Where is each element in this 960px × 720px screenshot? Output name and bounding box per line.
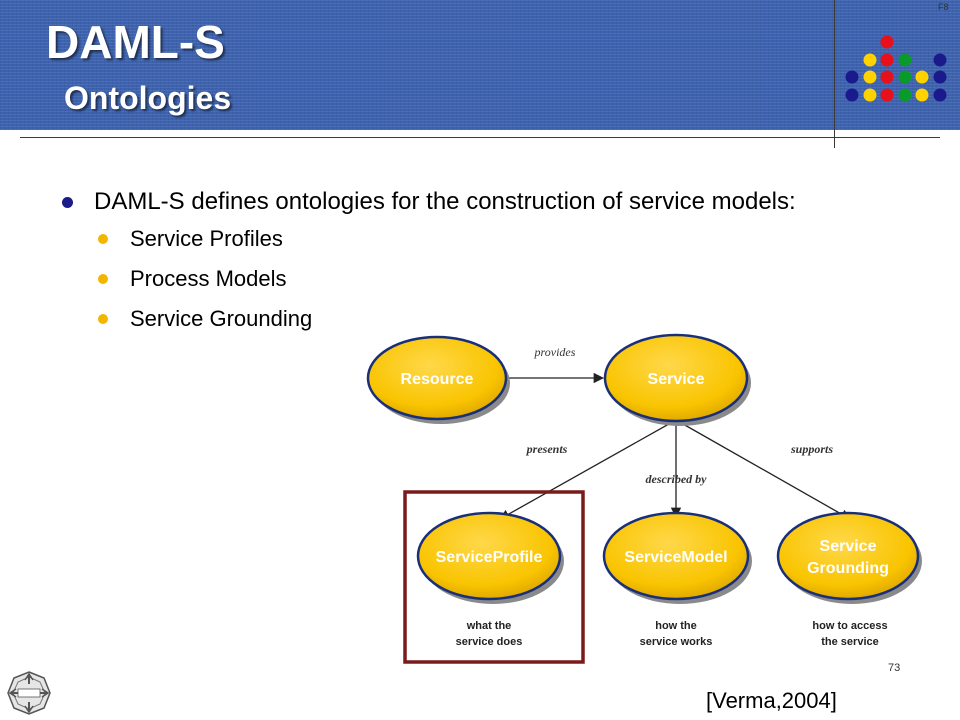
sub-bullet: Service Profiles: [62, 226, 822, 252]
edge-supports: [675, 419, 851, 520]
node-service-model: ServiceModel: [602, 511, 752, 604]
desc-model-line1: how the: [655, 620, 697, 632]
bullet-list: DAML-S defines ontologies for the constr…: [62, 186, 822, 332]
citation: [Verma,2004]: [706, 688, 837, 713]
sub-bullet-text: Process Models: [130, 266, 287, 291]
sub-bullet-text: Service Profiles: [130, 226, 283, 251]
desc-grounding-line1: how to access: [812, 620, 887, 632]
corner-mark: F8: [938, 2, 949, 12]
edge-presents: [499, 419, 677, 520]
desc-model-line2: service works: [640, 636, 713, 648]
lsdis-logo-icon: [7, 671, 51, 715]
bullet-dot-icon: [62, 197, 73, 208]
node-service-profile: ServiceProfile: [416, 511, 564, 604]
sub-bullet: Process Models: [62, 266, 822, 292]
edge-label-presents: presents: [526, 442, 568, 456]
sub-bullet-text: Service Grounding: [130, 306, 313, 331]
edge-label-provides: provides: [534, 345, 576, 359]
node-label-service-model: ServiceModel: [624, 549, 727, 566]
bullet-main-text: DAML-S defines ontologies for the constr…: [94, 188, 796, 215]
node-label-service-grounding-line2: Grounding: [807, 560, 889, 577]
sub-bullet-dot-icon: [98, 314, 108, 324]
node-service: Service: [603, 333, 751, 426]
desc-grounding-line2: the service: [821, 636, 878, 648]
node-label-service-grounding-line1: Service: [820, 538, 877, 555]
node-service-grounding: Service Grounding: [776, 511, 922, 604]
dot-grid: [845, 35, 947, 102]
desc-profile-line2: service does: [456, 636, 523, 648]
vertical-divider: [834, 0, 835, 148]
dot-pattern-decoration: [845, 35, 947, 102]
slide-title: DAML-S: [46, 16, 225, 68]
sub-bullet-dot-icon: [98, 234, 108, 244]
slide-header: [0, 0, 960, 130]
node-resource: Resource: [366, 335, 510, 424]
bullet-main: DAML-S defines ontologies for the constr…: [62, 186, 822, 218]
sub-bullet-dot-icon: [98, 274, 108, 284]
edge-label-supports: supports: [790, 442, 833, 456]
node-label-resource: Resource: [401, 371, 474, 388]
desc-profile-line1: what the: [466, 620, 512, 632]
page-number: 73: [888, 662, 901, 674]
sub-bullet: Service Grounding: [62, 306, 822, 332]
slide-subtitle: Ontologies: [64, 80, 232, 116]
edge-label-described-by: described by: [646, 472, 708, 486]
node-label-service: Service: [648, 371, 705, 388]
title-divider: [20, 137, 940, 138]
node-label-service-profile: ServiceProfile: [436, 549, 543, 566]
highlight-box: [403, 490, 585, 664]
